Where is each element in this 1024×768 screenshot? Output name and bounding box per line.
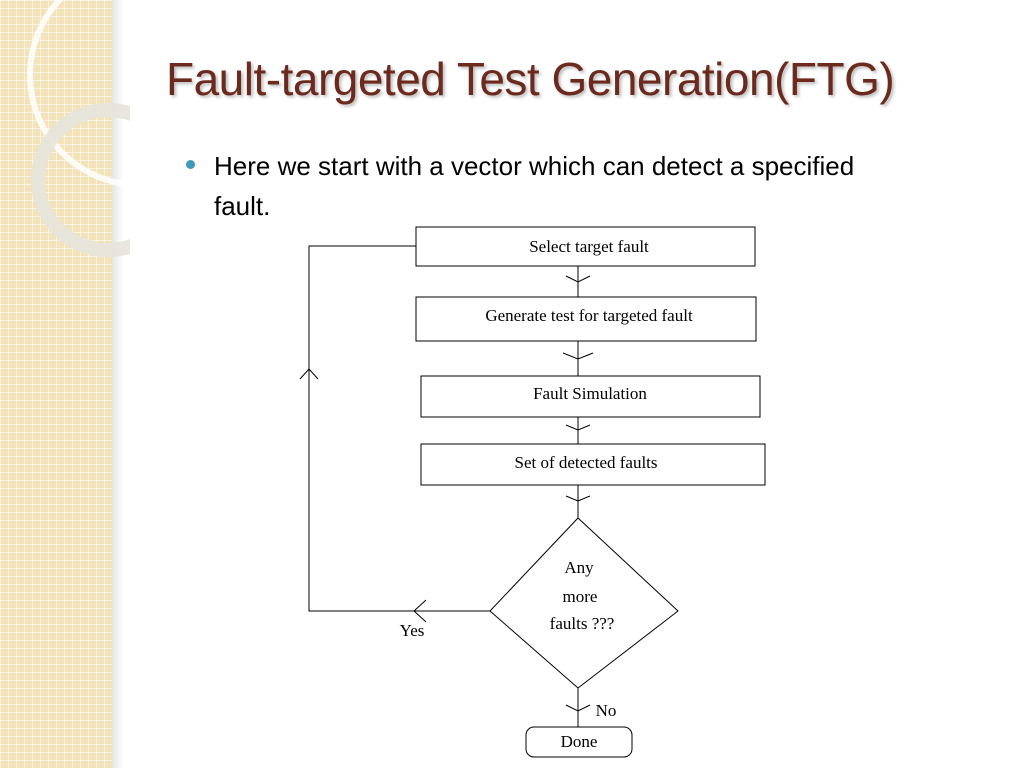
decorative-rings xyxy=(27,0,130,257)
bullet-item: Here we start with a vector which can de… xyxy=(186,146,906,226)
slide-title: Fault-targeted Test Generation(FTG) xyxy=(166,53,895,105)
arrowhead-left-icon xyxy=(413,599,427,623)
arrowhead-down-icon xyxy=(565,704,591,712)
no-label: No xyxy=(596,701,617,720)
arrowhead-down-icon xyxy=(565,275,591,283)
decision-line-2: more xyxy=(563,587,598,606)
yes-label: Yes xyxy=(400,621,425,640)
decision-line-3: faults ??? xyxy=(550,614,615,633)
bullet-text: Here we start with a vector which can de… xyxy=(214,151,855,221)
step-label-simulation: Fault Simulation xyxy=(533,384,647,403)
done-terminal xyxy=(525,726,633,758)
deco-ring-inner xyxy=(31,103,130,257)
done-label: Done xyxy=(561,732,598,751)
decision-line-1: Any xyxy=(564,558,594,577)
bullet-list: Here we start with a vector which can de… xyxy=(186,146,906,226)
connector-loop xyxy=(308,245,490,612)
step-label-generate: Generate test for targeted fault xyxy=(485,306,693,325)
step-label-select: Select target fault xyxy=(529,237,649,256)
step-label-detected: Set of detected faults xyxy=(514,453,657,472)
step-box-generate xyxy=(415,296,757,342)
arrowhead-down-icon xyxy=(565,495,591,502)
step-box-simulation xyxy=(420,375,761,418)
bullet-dot-icon xyxy=(186,160,195,169)
arrowhead-down-icon xyxy=(562,352,594,360)
arrowhead-up-icon xyxy=(299,368,319,380)
deco-ring-outer xyxy=(27,0,130,188)
arrowhead-down-icon xyxy=(565,424,591,431)
step-box-detected xyxy=(420,443,766,486)
sidebar-shadow xyxy=(112,0,124,768)
step-box-select xyxy=(415,226,756,267)
